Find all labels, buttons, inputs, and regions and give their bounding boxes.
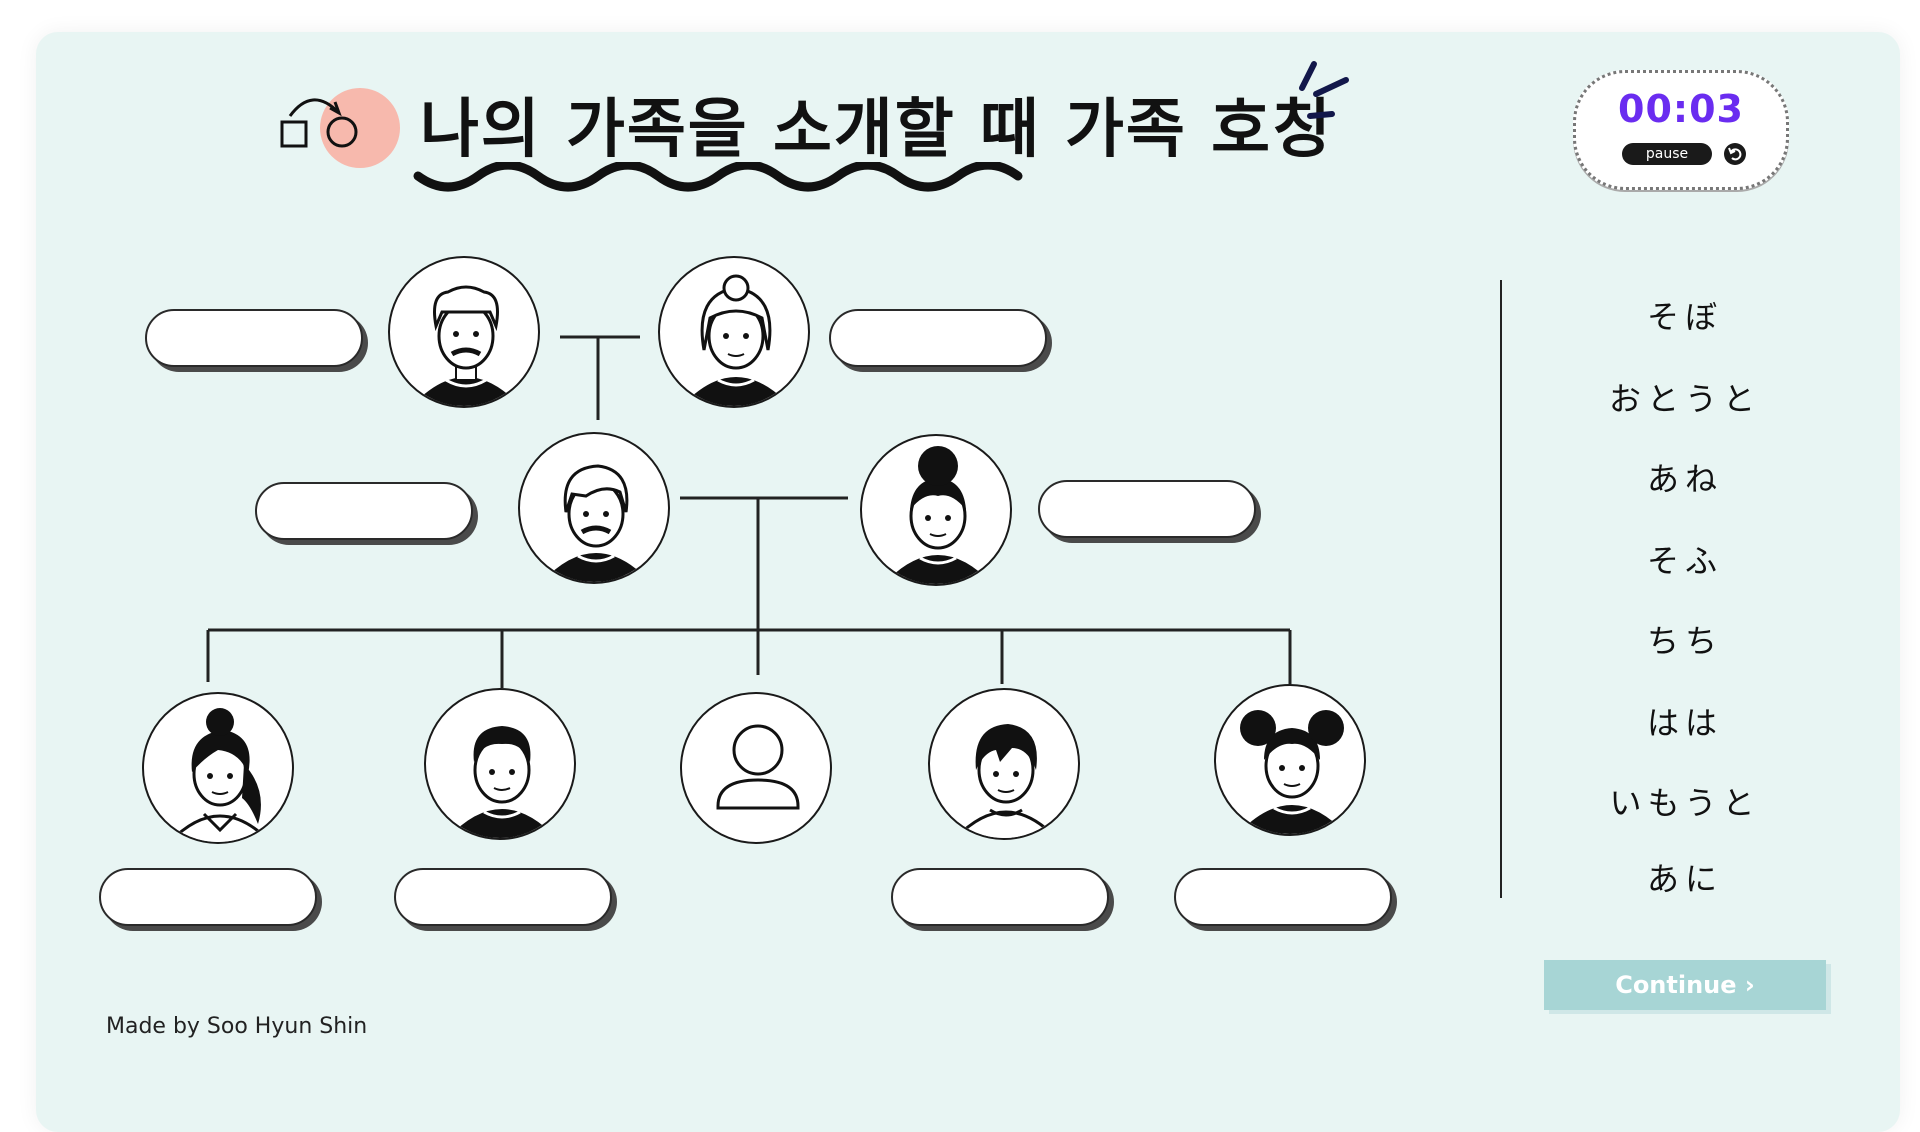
word-bank-divider [1500, 280, 1502, 898]
grandmother-avatar [658, 256, 810, 408]
younger-brother-avatar [928, 688, 1080, 840]
reset-icon [1728, 147, 1742, 161]
reset-button[interactable] [1724, 143, 1746, 165]
word-bank-item[interactable]: そふ [1646, 542, 1723, 580]
timer-widget: 00:03 pause [1573, 70, 1789, 190]
answer-box-grandfather[interactable] [145, 309, 363, 367]
word-bank-item[interactable]: おとうと [1608, 380, 1761, 418]
answer-box-mother[interactable] [1038, 480, 1256, 538]
word-bank-item[interactable]: あね [1646, 460, 1723, 498]
title-underline [413, 162, 1023, 192]
my-avatar-placeholder [680, 692, 832, 844]
older-brother-avatar [424, 688, 576, 840]
answer-box-father[interactable] [255, 482, 473, 540]
shapes-logo-icon [280, 88, 400, 168]
word-bank-item[interactable]: あに [1646, 860, 1723, 898]
answer-box-younger-brother[interactable] [891, 868, 1109, 926]
word-bank-item[interactable]: そぼ [1646, 298, 1723, 336]
answer-box-older-brother[interactable] [394, 868, 612, 926]
page-title: 나의 가족을 소개할 때 가족 호칭 [420, 93, 1333, 167]
pause-button[interactable]: pause [1622, 143, 1712, 165]
older-sister-avatar [142, 692, 294, 844]
sparkle-icon [1299, 61, 1349, 119]
mother-avatar [860, 434, 1012, 586]
younger-sister-avatar [1214, 684, 1366, 836]
family-tree-lines [206, 335, 1292, 688]
timer-display: 00:03 [1618, 87, 1744, 131]
word-bank-item[interactable]: ちち [1646, 622, 1723, 660]
answer-box-younger-sister[interactable] [1174, 868, 1392, 926]
silhouette-icon [716, 724, 800, 810]
grandfather-avatar [388, 256, 540, 408]
credit-text: Made by Soo Hyun Shin [106, 1014, 368, 1039]
answer-box-grandmother[interactable] [829, 309, 1047, 367]
answer-box-older-sister[interactable] [99, 868, 317, 926]
word-bank-item[interactable]: いもうと [1609, 784, 1761, 822]
word-bank-item[interactable]: はは [1646, 704, 1723, 742]
father-avatar [518, 432, 670, 584]
continue-button[interactable]: Continue › [1544, 960, 1826, 1010]
